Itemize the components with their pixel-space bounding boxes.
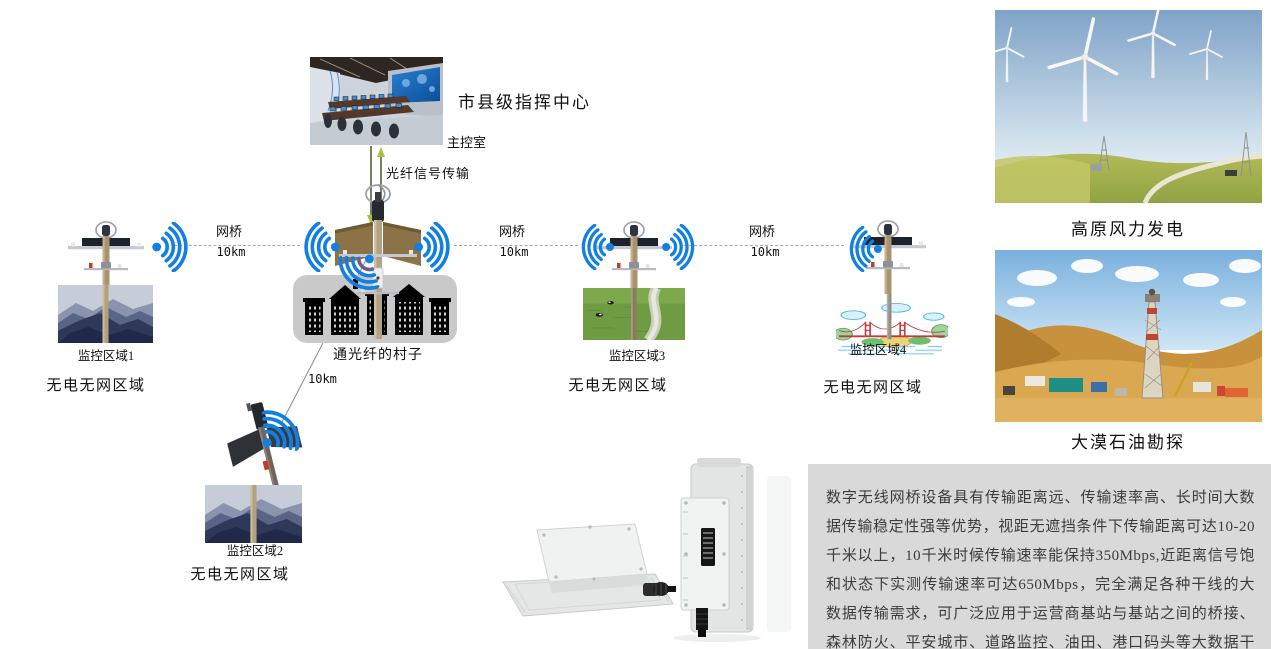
bridge-link-2-distance: 10km (499, 245, 529, 259)
site1-zone-label: 无电无网区域 (46, 378, 146, 394)
fiber-link-label: 光纤信号传输 (386, 166, 471, 181)
site3-area-label: 监控区域3 (608, 349, 666, 363)
product-description-box: 数字无线网桥设备具有传输距离远、传输速率高、长时间大数据传输稳定性强等优势，视距… (808, 464, 1271, 649)
photo-wind-power (995, 10, 1262, 203)
device-product-photos (502, 458, 791, 642)
site1-area-label: 监控区域1 (77, 349, 135, 363)
main-control-room-label: 主控室 (447, 135, 487, 150)
product-description: 数字无线网桥设备具有传输距离远、传输速率高、长时间大数据传输稳定性强等优势，视距… (826, 490, 1255, 649)
command-center-title: 市县级指挥中心 (458, 93, 591, 112)
bridge-link-line-3 (684, 245, 844, 246)
site3-zone-label: 无电无网区域 (568, 378, 668, 394)
wifi-icon-site4 (844, 226, 884, 272)
site4-zone-label: 无电无网区域 (823, 380, 923, 396)
branch-distance-label: 10km (308, 372, 337, 386)
bridge-link-line-1 (174, 245, 300, 246)
site1-scene-mountain (58, 285, 153, 343)
bridge-link-3-distance: 10km (750, 245, 780, 259)
bridge-link-1-name: 网桥 (215, 224, 243, 239)
wifi-icon-central-down-red-arc (357, 258, 373, 271)
photo-oil-exploration (995, 250, 1262, 422)
bridge-link-2-name: 网桥 (498, 224, 526, 239)
wifi-icon-site1 (150, 222, 194, 272)
photo-oil-caption: 大漠石油勘探 (1071, 433, 1185, 452)
control-room-photo (310, 57, 443, 145)
site4-area-label: 监控区域4 (849, 343, 907, 357)
site2-zone-label: 无电无网区域 (190, 567, 290, 583)
site3-scene-grass (583, 288, 685, 340)
site2-scene-mountain (205, 485, 302, 543)
bridge-link-line-2 (454, 245, 578, 246)
photo-wind-caption: 高原风力发电 (1071, 220, 1185, 239)
bridge-link-3-name: 网桥 (748, 224, 776, 239)
wifi-icon-site3-left (576, 224, 616, 270)
wifi-icon-central-right (412, 222, 456, 272)
village-label: 通光纤的村子 (333, 348, 423, 363)
bridge-link-1-distance: 10km (216, 245, 246, 259)
wifi-icon-site3-right (660, 224, 700, 270)
site2-area-label: 监控区域2 (226, 544, 284, 558)
